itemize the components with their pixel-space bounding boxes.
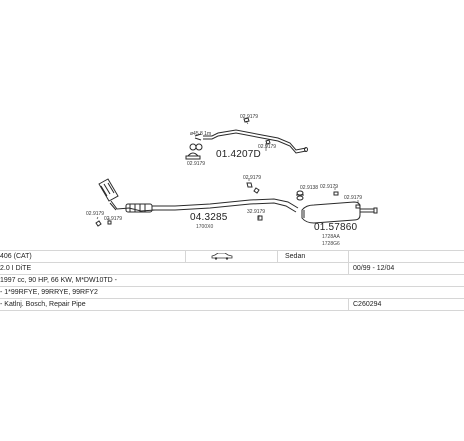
fitting-label-rear-1: 02.9138 — [300, 185, 319, 191]
rear-silencer-sub-code-1: 1728AA — [322, 234, 340, 240]
front-pipe-part-number: 04.3285 — [190, 212, 228, 223]
table-row: 406 (CAT) Sedan — [0, 250, 464, 262]
sedan-car-icon — [211, 253, 233, 260]
engine-name: 2.0 I DiTE — [0, 265, 32, 272]
fitting-label-left-1: 02.9179 — [86, 211, 105, 217]
body-type: Sedan — [285, 253, 306, 260]
engine-codes: - 1*99RFYE, 99RRYE, 99RFY2 — [0, 289, 98, 296]
model-name: 406 (CAT) — [0, 253, 32, 260]
top-pipe-drawing — [194, 129, 308, 154]
production-years: 00/99 - 12/04 — [353, 265, 395, 272]
table-row: 1997 cc, 90 HP, 66 KW, M*DW10TD - — [0, 274, 464, 286]
catalyst-note: - Katlnj. Bosch, Repair Pipe — [0, 301, 86, 308]
front-pipe-sub-code: 1700X0 — [196, 224, 214, 230]
pipe-note: ø45.8 1m — [190, 131, 212, 137]
catalog-number: C260294 — [353, 301, 382, 308]
exhaust-system-drawing — [95, 117, 378, 227]
fitting-label-rear-3: 02.9179 — [344, 195, 363, 201]
engine-specs: 1997 cc, 90 HP, 66 KW, M*DW10TD - — [0, 277, 117, 284]
fitting-label-left-2: 02.9179 — [104, 216, 123, 222]
top-pipe-part-number: 01.4207D — [216, 149, 261, 160]
vehicle-info-table: 406 (CAT) Sedan 2.0 I DiTE 00/99 - 12/04… — [0, 250, 464, 311]
table-row: 2.0 I DiTE 00/99 - 12/04 — [0, 262, 464, 274]
front-pipe-drawing — [98, 178, 299, 213]
rear-silencer-part-number: 01.57860 — [314, 222, 358, 233]
rear-silencer-drawing — [296, 190, 378, 224]
fitting-label-center-1: 02.9179 — [243, 175, 262, 181]
leader-lines — [96, 120, 359, 221]
fitting-label-top-2: 02.9179 — [258, 144, 277, 150]
table-row: - 1*99RFYE, 99RRYE, 99RFY2 — [0, 286, 464, 298]
fitting-label-center-2: 32.9179 — [247, 209, 266, 215]
fitting-label-rear-2: 02.9179 — [320, 184, 339, 190]
exhaust-diagram: 02.9179 ø45.8 1m 02.9179 02.9179 01.4207… — [86, 114, 378, 247]
small-fittings — [95, 182, 361, 227]
fitting-label-top-3: 02.9179 — [187, 161, 206, 167]
table-row: - Katlnj. Bosch, Repair Pipe C260294 — [0, 298, 464, 311]
fitting-label-top-1: 02.9179 — [240, 114, 259, 120]
rear-silencer-sub-code-2: 1728G6 — [322, 241, 340, 247]
top-clamps — [185, 117, 271, 160]
